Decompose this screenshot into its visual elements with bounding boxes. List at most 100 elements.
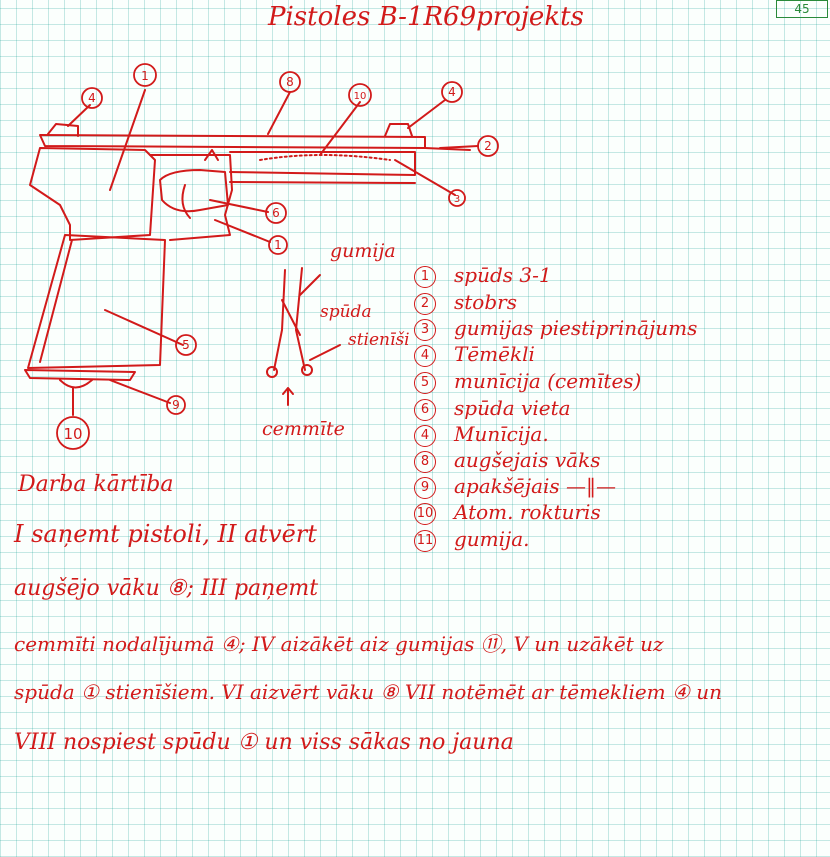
callout-label: 4: [448, 85, 456, 99]
label-stiensi: stienīši: [348, 330, 410, 350]
page-number-badge: 45: [776, 0, 828, 18]
page-title: Pistoles B-1R69projekts: [268, 2, 584, 32]
legend-item: 9 apakšējais —‖—: [414, 474, 616, 499]
legend-num: 4: [414, 424, 436, 447]
label-cemmite: cemmīte: [262, 418, 345, 440]
magazine-base: [24, 369, 136, 381]
step-line: VIII nospiest spūdu ① un viss sākas no j…: [14, 730, 514, 755]
legend-num: 10: [414, 502, 436, 525]
leader-3: [394, 159, 456, 196]
legend-text: gumija.: [454, 527, 530, 551]
callout-circle: [477, 135, 499, 157]
legend-num: 11: [414, 529, 436, 552]
callout-label: 5: [182, 338, 190, 352]
barrel-lower-line: [229, 181, 416, 184]
rubber-band-line: [259, 154, 391, 161]
leader-2: [439, 145, 479, 149]
front-sight: [384, 123, 413, 137]
legend-item: 8 augšejais vāks: [414, 448, 600, 473]
leader-9: [109, 379, 171, 404]
leader-6: [209, 199, 269, 213]
label-gumija: gumija: [330, 240, 396, 262]
legend-num: 6: [414, 398, 436, 421]
leader-5: [104, 309, 184, 346]
grip-outline: [27, 234, 166, 369]
band-ring-right: [301, 364, 313, 376]
label-spuda: spūda: [320, 302, 372, 322]
callout-circle: [279, 71, 301, 93]
leader-4-right: [407, 99, 446, 129]
leader-8: [267, 91, 291, 135]
callout-label: 2: [484, 139, 492, 153]
step-line: augšējo vāku ⑧; III paņemt: [14, 576, 319, 601]
callout-circle: [268, 235, 288, 255]
legend-item: 5 munīcija (cemītes): [414, 369, 641, 394]
band-left: [273, 269, 286, 371]
legend-item: 3 gumijas piestiprinājums: [414, 316, 697, 341]
legend-text: Tēmēkli: [454, 342, 535, 366]
callout-label: 10: [63, 425, 82, 443]
callout-label: 1: [274, 238, 282, 252]
callout-circle: [265, 202, 287, 224]
legend-item: 6 spūda vieta: [414, 396, 571, 421]
leader-1-top: [109, 89, 146, 191]
legend-num: 9: [414, 476, 436, 499]
legend-item: 1 spūds 3-1: [414, 263, 552, 288]
leader-1-mid: [214, 219, 271, 243]
legend-text: stobrs: [454, 290, 517, 314]
band-cross: [281, 299, 301, 336]
frame-outline: [29, 147, 156, 241]
callout-circle: [166, 395, 186, 415]
callout-label: 8: [286, 75, 294, 89]
callout-circle: [175, 334, 197, 356]
step-line: spūda ① stienīšiem. VI aizvērt vāku ⑧ VI…: [14, 680, 723, 704]
callout-circle: [348, 83, 372, 107]
legend-text: augšejais vāks: [454, 448, 601, 472]
legend-text: spūds 3-1: [454, 263, 552, 287]
band-ring-left: [266, 366, 278, 378]
trigger: [181, 184, 191, 219]
legend-text: apakšējais —‖—: [454, 474, 617, 498]
leader-10-top: [319, 101, 361, 156]
step-line: I saņemt pistoli, II atvērt: [14, 520, 317, 548]
callout-circle: [448, 189, 466, 207]
legend-item: 4 Tēmēkli: [414, 342, 535, 367]
band-right: [295, 267, 306, 371]
legend-item: 2 stobrs: [414, 290, 517, 315]
legend-num: 3: [414, 318, 436, 341]
legend-text: Atom. rokturis: [454, 500, 601, 524]
slide-outline: [39, 134, 426, 149]
callout-circle: [81, 87, 103, 109]
legend-num: 5: [414, 371, 436, 394]
callout-circle: [441, 81, 463, 103]
callout-label: 9: [172, 398, 180, 412]
legend-item: 11 gumija.: [414, 527, 530, 552]
callout-label: 6: [272, 206, 280, 220]
step-line: cemmīti nodalījumā ④; IV aizākēt aiz gum…: [14, 632, 664, 656]
callout-label: 1: [141, 69, 149, 83]
callout-circle: [56, 416, 90, 450]
callout-circle: [133, 63, 157, 87]
magazine-button: [59, 379, 93, 389]
legend-item: 10 Atom. rokturis: [414, 500, 601, 525]
legend-text: munīcija (cemītes): [454, 369, 642, 393]
band-pointer-right: [309, 344, 341, 361]
legend-text: gumijas piestiprinājums: [454, 316, 698, 340]
callout-label: 10: [354, 91, 367, 102]
legend-text: spūda vieta: [454, 396, 571, 420]
callout-label: 4: [88, 91, 96, 105]
leader-4-left: [67, 104, 91, 127]
band-pointer-left: [299, 274, 321, 296]
trigger-guard: [159, 169, 229, 213]
legend-num: 4: [414, 344, 436, 367]
callout-label: 3: [454, 194, 460, 205]
hammer: [204, 149, 219, 161]
legend-num: 2: [414, 292, 436, 315]
band-arrow: [282, 387, 294, 406]
legend-num: 1: [414, 265, 436, 288]
legend-num: 8: [414, 450, 436, 473]
rear-sight: [47, 123, 79, 137]
